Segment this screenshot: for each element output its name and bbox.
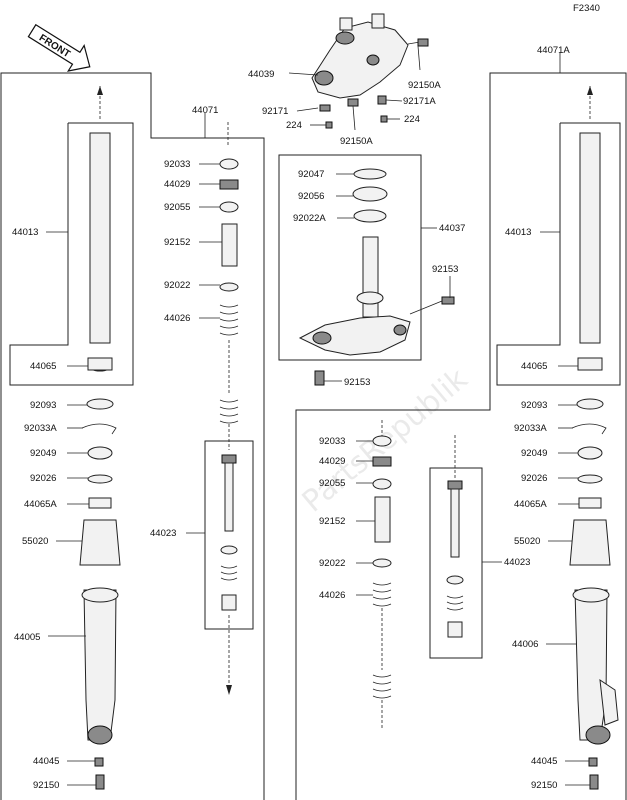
part-label-224-l: 224: [286, 120, 302, 131]
part-label-92150-l: 92150: [33, 780, 59, 791]
part-label-44029-r: 44029: [319, 456, 345, 467]
part-label-92056: 92056: [298, 191, 324, 202]
part-label-44023-r: 44023: [504, 557, 530, 568]
right-tube-box: [496, 122, 621, 386]
part-label-92153-a: 92153: [432, 264, 458, 275]
part-label-92150A-mid: 92150A: [340, 136, 373, 147]
part-label-44065A-r: 44065A: [514, 499, 547, 510]
part-label-92026-l: 92026: [30, 473, 56, 484]
part-label-44006: 44006: [512, 639, 538, 650]
part-label-92049-r: 92049: [521, 448, 547, 459]
diagram-code: F2340: [573, 3, 600, 14]
part-label-92152-r: 92152: [319, 516, 345, 527]
left-tube-box: [9, 122, 134, 386]
part-label-92022-l: 92022: [164, 280, 190, 291]
part-label-44071A: 44071A: [537, 45, 570, 56]
part-label-92026-r: 92026: [521, 473, 547, 484]
right-assembly-outline: [295, 72, 627, 800]
part-label-92022A: 92022A: [293, 213, 326, 224]
steering-stem: [298, 168, 455, 386]
part-label-92150A-top: 92150A: [408, 80, 441, 91]
part-label-44023-l: 44023: [150, 528, 176, 539]
left-fork-parts: [79, 86, 121, 790]
part-label-44065-r: 44065: [521, 361, 547, 372]
left-assembly-outline: [0, 72, 265, 800]
part-labels: 44071 44071A 44039 92171 92171A 224 224 92150A 9…: [12, 45, 570, 791]
part-label-92022-r: 92022: [319, 558, 345, 569]
part-label-44026-r: 44026: [319, 590, 345, 601]
leader-lines: [46, 45, 590, 786]
part-label-44037: 44037: [439, 223, 465, 234]
part-label-92055-l: 92055: [164, 202, 190, 213]
part-label-92093-l: 92093: [30, 400, 56, 411]
left-cartridge-parts: [219, 122, 239, 695]
part-label-224-r: 224: [404, 114, 420, 125]
steering-stem-box: [278, 154, 422, 361]
part-label-92153-b: 92153: [344, 377, 370, 388]
part-label-44045-l: 44045: [33, 756, 59, 767]
part-label-92171A: 92171A: [403, 96, 436, 107]
part-label-92150-r: 92150: [531, 780, 557, 791]
part-label-44026-l: 44026: [164, 313, 190, 324]
part-label-44065-l: 44065: [30, 361, 56, 372]
part-label-44013-l: 44013: [12, 227, 38, 238]
part-label-92152-l: 92152: [164, 237, 190, 248]
part-label-55020-l: 55020: [22, 536, 48, 547]
part-label-92049-l: 92049: [30, 448, 56, 459]
front-arrow-icon: FRONT: [27, 23, 91, 72]
right-fork-parts: [569, 86, 619, 790]
part-label-55020-r: 55020: [514, 536, 540, 547]
part-label-92033-l: 92033: [164, 159, 190, 170]
upper-bracket: [311, 13, 429, 129]
part-label-44039: 44039: [248, 69, 274, 80]
right-cartridge-box: [429, 467, 483, 659]
part-label-92093-r: 92093: [521, 400, 547, 411]
part-label-44013-r: 44013: [505, 227, 531, 238]
part-label-92047: 92047: [298, 169, 324, 180]
right-cartridge-parts: [372, 420, 464, 730]
part-label-92033-r: 92033: [319, 436, 345, 447]
part-label-44029-l: 44029: [164, 179, 190, 190]
part-label-44065A-l: 44065A: [24, 499, 57, 510]
part-label-44045-r: 44045: [531, 756, 557, 767]
part-label-92033A-l: 92033A: [24, 423, 57, 434]
part-label-92055-r: 92055: [319, 478, 345, 489]
part-label-92033A-r: 92033A: [514, 423, 547, 434]
part-label-92171: 92171: [262, 106, 288, 117]
part-label-44071: 44071: [192, 105, 218, 116]
part-label-44005: 44005: [14, 632, 40, 643]
